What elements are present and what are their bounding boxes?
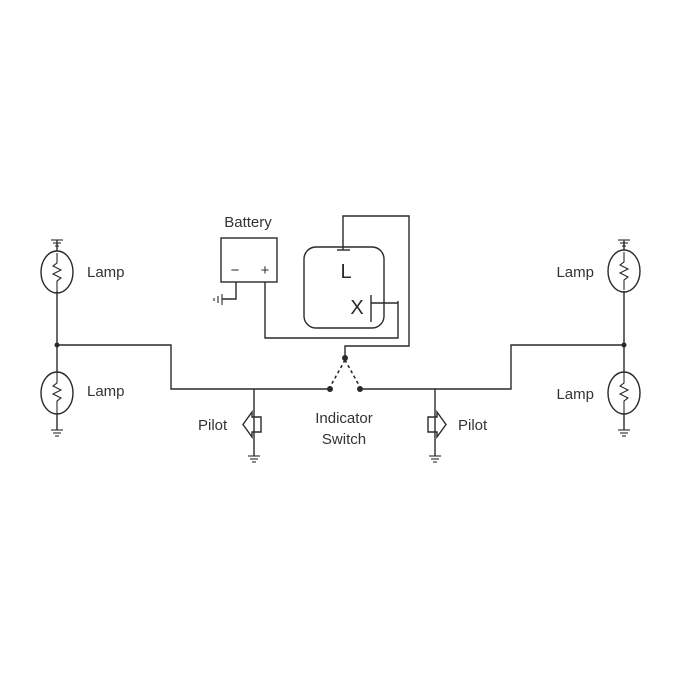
battery-label: Battery	[224, 214, 272, 231]
battery-negative-wire	[222, 282, 237, 300]
ground-icon	[51, 429, 63, 437]
ground-icon	[618, 429, 630, 437]
flasher-terminal-L: L	[340, 261, 351, 283]
ground-icon	[213, 294, 223, 305]
battery: Battery − +	[220, 214, 278, 283]
ground-icon	[248, 455, 260, 463]
flasher-box	[303, 246, 385, 329]
switch-pivot	[342, 355, 348, 361]
lamp-left-top-label: Lamp	[87, 264, 125, 281]
ground-icon	[51, 239, 63, 247]
lamp-left-bottom-label: Lamp	[87, 383, 125, 400]
switch-label-line1: Indicator	[315, 410, 373, 427]
battery-box	[220, 237, 278, 283]
right-bus-wire	[360, 344, 624, 390]
ground-icon	[618, 239, 630, 247]
lamp-icon	[40, 371, 74, 415]
pilot-left-label: Pilot	[198, 417, 228, 434]
lamp-icon	[40, 250, 74, 294]
battery-minus: −	[231, 262, 240, 279]
switch-arm-left	[329, 359, 346, 388]
switch-arm-right	[344, 359, 361, 388]
flasher-terminal-X: X	[350, 297, 363, 319]
flasher-unit: L X	[303, 246, 398, 329]
pilot-left-arrow-icon	[242, 409, 262, 440]
switch-label-line2: Switch	[322, 431, 366, 448]
lamp-icon	[607, 249, 641, 293]
indicator-switch: Indicator Switch	[315, 355, 373, 448]
flasher-L-wire	[342, 215, 410, 358]
lamp-right-top-label: Lamp	[556, 264, 594, 281]
lamp-icon	[607, 371, 641, 415]
lamp-right-bottom-label: Lamp	[556, 386, 594, 403]
left-bus-wire	[57, 344, 330, 390]
battery-positive-wire	[264, 282, 399, 339]
pilot-right-arrow-icon	[427, 409, 447, 440]
battery-plus: +	[261, 262, 270, 279]
ground-icon	[429, 455, 441, 463]
pilot-right-label: Pilot	[458, 417, 488, 434]
